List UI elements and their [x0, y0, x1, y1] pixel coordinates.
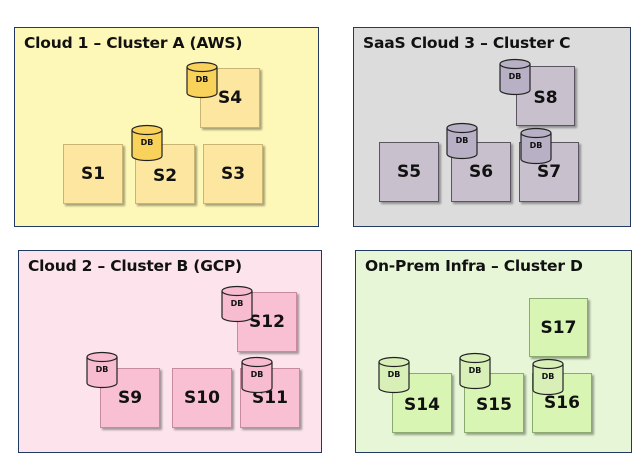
service-s8-label: S8	[533, 88, 558, 108]
service-s1: S1	[63, 144, 123, 204]
service-s11-label: S11	[252, 388, 288, 408]
database-icon: DB	[499, 58, 531, 96]
service-s15-label: S15	[476, 395, 512, 415]
database-label: DB	[140, 138, 154, 147]
database-icon: DB	[241, 356, 273, 394]
service-s14-label: S14	[404, 395, 440, 415]
database-icon: DB	[221, 285, 253, 323]
database-icon: DB	[532, 358, 564, 396]
service-s17-label: S17	[540, 317, 577, 338]
cluster-a-title: Cloud 1 – Cluster A (AWS)	[24, 34, 243, 52]
cluster-c-title: SaaS Cloud 3 – Cluster C	[363, 34, 571, 52]
service-s4-label: S4	[217, 88, 243, 108]
database-label: DB	[230, 299, 244, 308]
service-s1-label: S1	[80, 164, 106, 184]
database-icon: DB	[520, 127, 552, 165]
database-label: DB	[508, 72, 522, 81]
database-label: DB	[195, 75, 209, 84]
service-s3-label: S3	[220, 164, 246, 184]
service-s5: S5	[379, 142, 439, 202]
cluster-d-title: On-Prem Infra – Cluster D	[365, 257, 583, 275]
database-icon: DB	[131, 124, 163, 162]
cluster-b-title: Cloud 2 – Cluster B (GCP)	[28, 257, 242, 275]
service-s12-label: S12	[249, 312, 285, 332]
database-icon: DB	[446, 122, 478, 160]
service-s6-label: S6	[468, 162, 494, 182]
service-s7-label: S7	[536, 162, 562, 182]
database-label: DB	[387, 370, 401, 379]
database-icon: DB	[459, 352, 491, 390]
service-s2-label: S2	[152, 166, 178, 186]
service-s10-label: S10	[184, 388, 220, 408]
service-s9-label: S9	[117, 388, 143, 408]
database-label: DB	[529, 141, 543, 150]
database-label: DB	[455, 136, 469, 145]
database-label: DB	[250, 370, 264, 379]
service-s5-label: S5	[396, 162, 422, 182]
database-label: DB	[541, 372, 555, 381]
service-s16-label: S16	[544, 393, 580, 413]
service-s10: S10	[172, 368, 232, 428]
database-icon: DB	[86, 351, 118, 389]
database-icon: DB	[186, 61, 218, 99]
database-icon: DB	[378, 356, 410, 394]
database-label: DB	[95, 365, 109, 374]
database-label: DB	[468, 366, 482, 375]
service-s17: S17	[529, 298, 588, 357]
service-s3: S3	[203, 144, 263, 204]
